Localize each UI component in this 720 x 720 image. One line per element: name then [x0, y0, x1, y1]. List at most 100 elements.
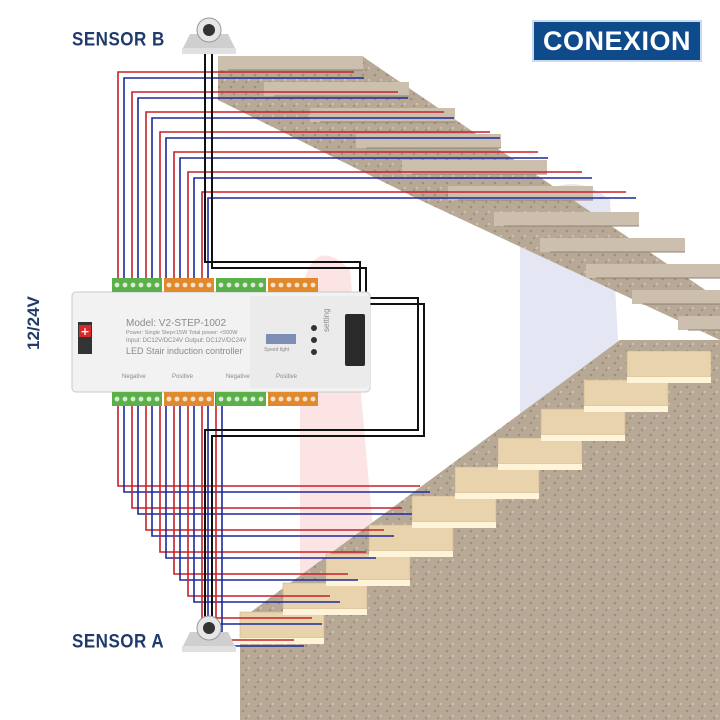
wire-red-upper — [159, 131, 490, 292]
wire-red-upper — [117, 71, 354, 292]
wire-red-lower — [159, 392, 366, 553]
upper-step-tread — [632, 290, 720, 304]
wire-red-upper — [173, 151, 538, 292]
terminal-screw — [286, 396, 292, 402]
upper-step-tread — [540, 238, 685, 252]
lower-step-led — [240, 638, 324, 644]
wiring — [117, 54, 636, 647]
lower-step-led — [584, 406, 668, 412]
terminal-screw — [190, 282, 196, 288]
voltage-label: 12/24V — [24, 296, 43, 350]
positive-label-2: Positive — [276, 374, 298, 380]
terminal-screw — [258, 396, 264, 402]
sensor-b-label: SENSOR B — [72, 28, 165, 50]
terminal-screw — [218, 396, 224, 402]
terminal-screw — [302, 282, 308, 288]
terminal-screw — [146, 282, 152, 288]
terminal-screw — [226, 282, 232, 288]
wire-blue-lower — [137, 392, 412, 515]
positive-label-1: Positive — [172, 374, 194, 380]
terminal-screw — [218, 282, 224, 288]
upper-step-tread — [310, 108, 455, 122]
wire-blue-upper — [165, 137, 500, 292]
terminal-block — [164, 278, 214, 292]
terminal-screw — [166, 396, 172, 402]
terminal-screw — [206, 282, 212, 288]
lower-step-tread — [540, 408, 626, 436]
terminal-screw — [270, 282, 276, 288]
wire-red-lower — [145, 392, 384, 531]
wire-red-lower — [173, 392, 348, 575]
terminal-screw — [310, 282, 316, 288]
terminal-block — [216, 278, 266, 292]
lower-step-led — [498, 464, 582, 470]
upper-step-tread — [264, 82, 409, 96]
terminal-screw — [190, 396, 196, 402]
sensor-a-icon — [182, 615, 236, 652]
sensor-b-icon — [182, 17, 236, 54]
terminal-blocks — [112, 278, 318, 406]
terminal-screw — [138, 396, 144, 402]
terminal-block — [216, 392, 266, 406]
wire-blue-upper — [193, 177, 592, 292]
wire-red-lower — [187, 392, 330, 597]
setting-label: setting — [322, 308, 331, 332]
terminal-block — [268, 278, 318, 292]
controller-name: LED Stair induction controller — [126, 346, 243, 356]
lower-step-led — [369, 551, 453, 557]
wire-blue-upper — [179, 157, 548, 292]
lower-step-led — [283, 609, 367, 615]
terminal-screw — [166, 282, 172, 288]
negative-label-2: Negative — [226, 374, 250, 380]
wire-blue-lower — [193, 392, 340, 603]
lower-step-tread — [626, 350, 712, 378]
terminal-screw — [226, 396, 232, 402]
lower-step-led — [326, 580, 410, 586]
terminal-screw — [234, 282, 240, 288]
terminal-screw — [146, 396, 152, 402]
terminal-screw — [198, 282, 204, 288]
wire-blue-lower — [179, 392, 358, 581]
terminal-screw — [138, 282, 144, 288]
terminal-block — [112, 278, 162, 292]
wire-sensor-a-1 — [204, 297, 419, 620]
upper-step-tread — [218, 56, 363, 70]
wire-blue-upper — [207, 197, 636, 292]
wire-blue-upper — [151, 117, 454, 292]
terminal-screw — [154, 396, 160, 402]
terminal-block — [112, 392, 162, 406]
wire-blue-upper — [137, 97, 408, 292]
wire-blue-lower — [123, 392, 430, 493]
controller-io: Input: DC12V/DC24V Output: DC12V/DC24V — [126, 338, 247, 344]
terminal-screw — [114, 396, 120, 402]
controller-power: Power: Single Step<15W Total power: <500… — [126, 330, 238, 336]
terminal-screw — [130, 282, 136, 288]
terminal-screw — [122, 282, 128, 288]
terminal-screw — [278, 282, 284, 288]
terminal-screw — [174, 282, 180, 288]
upper-step-tread — [356, 134, 501, 148]
power-plug-icon: + — [78, 322, 92, 354]
upper-step-tread — [494, 212, 639, 226]
lower-step-led — [455, 493, 539, 499]
setting-buttons — [345, 314, 365, 366]
wire-red-lower — [131, 392, 402, 509]
upper-step-tread — [586, 264, 720, 278]
lower-step-tread — [583, 379, 669, 407]
lower-step-tread — [368, 524, 454, 552]
upper-step-tread — [402, 160, 547, 174]
sensor-a-label: SENSOR A — [72, 630, 165, 652]
upper-step-tread — [678, 316, 720, 330]
speed-display — [266, 334, 296, 344]
terminal-screw — [302, 396, 308, 402]
terminal-screw — [130, 396, 136, 402]
terminal-screw — [270, 396, 276, 402]
speed-light-label: Speed light — [264, 347, 290, 353]
negative-label-1: Negative — [122, 374, 146, 380]
terminal-screw — [182, 396, 188, 402]
terminal-screw — [258, 282, 264, 288]
terminal-screw — [182, 282, 188, 288]
wire-blue-upper — [123, 77, 364, 292]
wire-sensor-b-2 — [211, 54, 367, 300]
